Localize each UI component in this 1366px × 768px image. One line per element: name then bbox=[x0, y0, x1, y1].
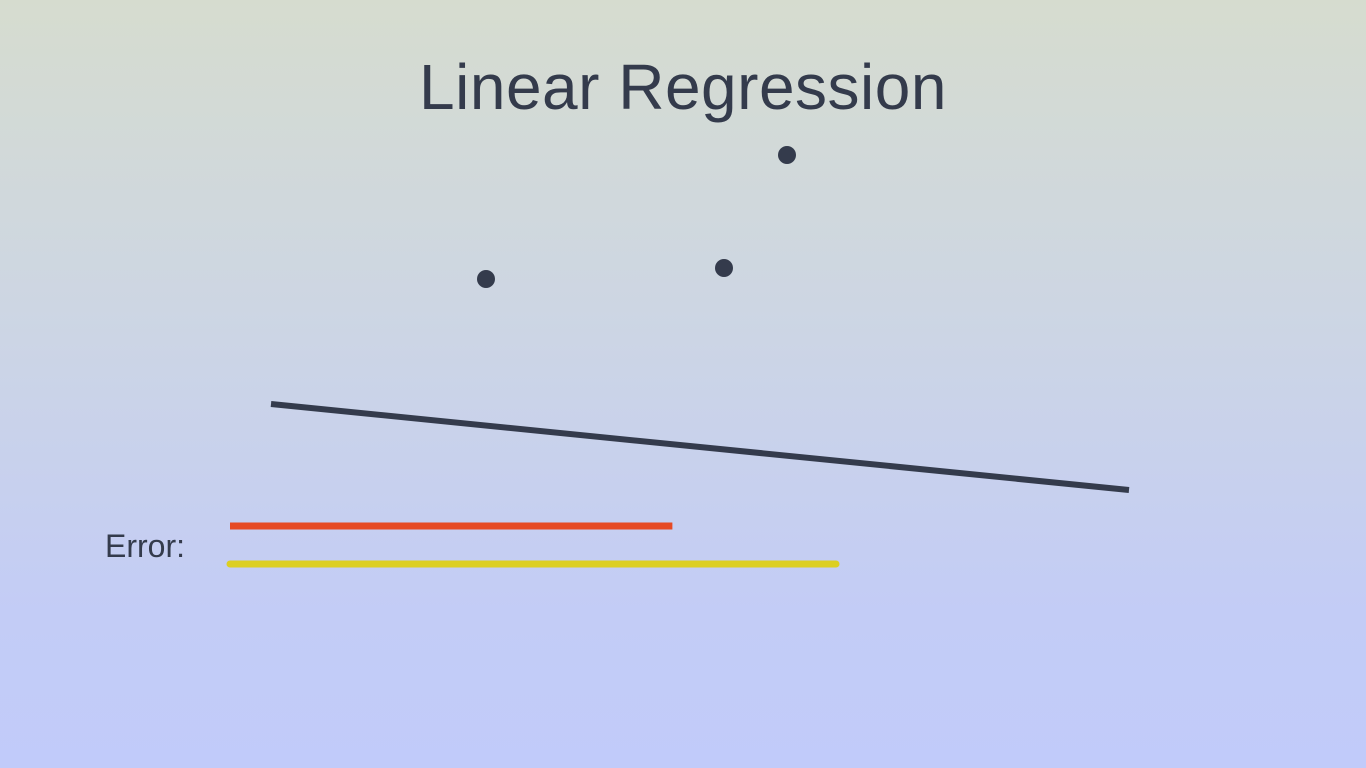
page-title: Linear Regression bbox=[419, 51, 947, 123]
error-label: Error: bbox=[105, 528, 185, 564]
regression-line bbox=[270, 401, 1130, 493]
data-point bbox=[477, 270, 495, 288]
data-point bbox=[715, 259, 733, 277]
data-point bbox=[778, 146, 796, 164]
